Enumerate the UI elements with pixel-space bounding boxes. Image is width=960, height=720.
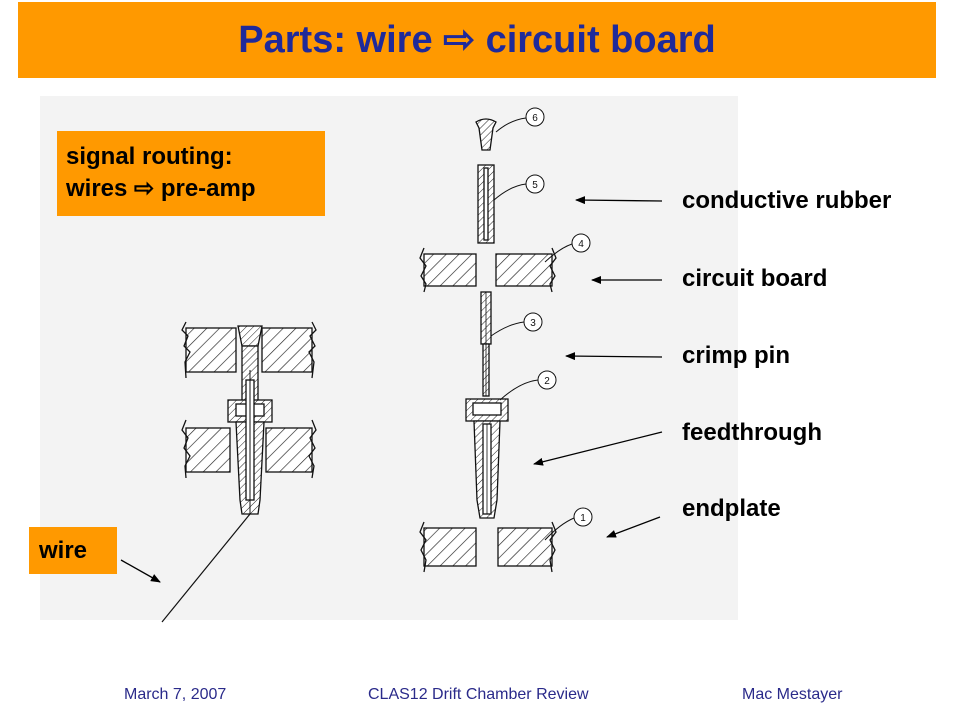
title-arrow-icon: ⇨ bbox=[443, 19, 475, 61]
balloon-2-number: 2 bbox=[544, 376, 550, 387]
balloon-4-number: 4 bbox=[578, 239, 584, 250]
label-conductive-rubber: conductive rubber bbox=[682, 187, 892, 214]
balloons bbox=[523, 107, 593, 527]
arrow-conductive-rubber bbox=[575, 196, 663, 205]
balloon-4 bbox=[571, 233, 591, 253]
exploded-part-2-feedthrough bbox=[465, 398, 509, 519]
title-suffix: circuit board bbox=[485, 19, 716, 61]
exploded-part-6 bbox=[475, 118, 497, 151]
slide-title: Parts: wire ⇨ circuit board bbox=[18, 2, 936, 78]
assembled-endplate bbox=[181, 419, 317, 479]
exploded-part-1-endplate bbox=[419, 521, 557, 573]
callout-arrows bbox=[120, 196, 663, 583]
label-feedthrough: feedthrough bbox=[682, 419, 822, 446]
signal-routing-arrow-icon: ⇨ bbox=[134, 175, 155, 202]
arrow-feedthrough bbox=[533, 431, 663, 466]
balloon-6-number: 6 bbox=[532, 113, 538, 124]
balloon-3-number: 3 bbox=[530, 318, 536, 329]
arrow-crimp-pin bbox=[565, 352, 663, 361]
arrow-endplate bbox=[606, 516, 661, 538]
balloon-leaders bbox=[490, 117, 575, 541]
balloon-5-number: 5 bbox=[532, 180, 538, 191]
title-prefix: Parts: wire bbox=[238, 19, 433, 61]
exploded-part-5-conductive-rubber bbox=[477, 164, 495, 244]
label-circuit-board: circuit board bbox=[682, 265, 828, 292]
signal-routing-line2: wires ⇨ pre-amp bbox=[66, 173, 325, 205]
signal-routing-preamp: pre-amp bbox=[160, 175, 256, 202]
label-endplate: endplate bbox=[682, 495, 781, 522]
footer-date: March 7, 2007 bbox=[124, 686, 227, 703]
assembled-view bbox=[161, 321, 317, 623]
balloon-1-number: 1 bbox=[580, 513, 586, 524]
title-bar: Parts: wire ⇨ circuit board bbox=[18, 2, 936, 78]
balloon-6 bbox=[525, 107, 545, 127]
exploded-view bbox=[419, 118, 557, 573]
label-crimp-pin: crimp pin bbox=[682, 342, 791, 369]
balloon-3 bbox=[523, 312, 543, 332]
assembled-circuit-board bbox=[181, 321, 317, 379]
balloon-1 bbox=[573, 507, 593, 527]
signal-routing-wires: wires bbox=[66, 175, 128, 202]
footer-author: Mac Mestayer bbox=[742, 686, 843, 703]
wire-callout: wire bbox=[29, 527, 117, 574]
balloon-2 bbox=[537, 370, 557, 390]
signal-routing-line1: signal routing: bbox=[66, 143, 233, 170]
exploded-part-4-circuit-board bbox=[419, 247, 557, 293]
exploded-part-3-crimp-pin bbox=[480, 291, 492, 397]
arrow-wire bbox=[120, 559, 161, 583]
balloon-5 bbox=[525, 174, 545, 194]
signal-routing-callout: signal routing: wires ⇨ pre-amp bbox=[57, 131, 325, 216]
footer-event: CLAS12 Drift Chamber Review bbox=[368, 686, 589, 703]
